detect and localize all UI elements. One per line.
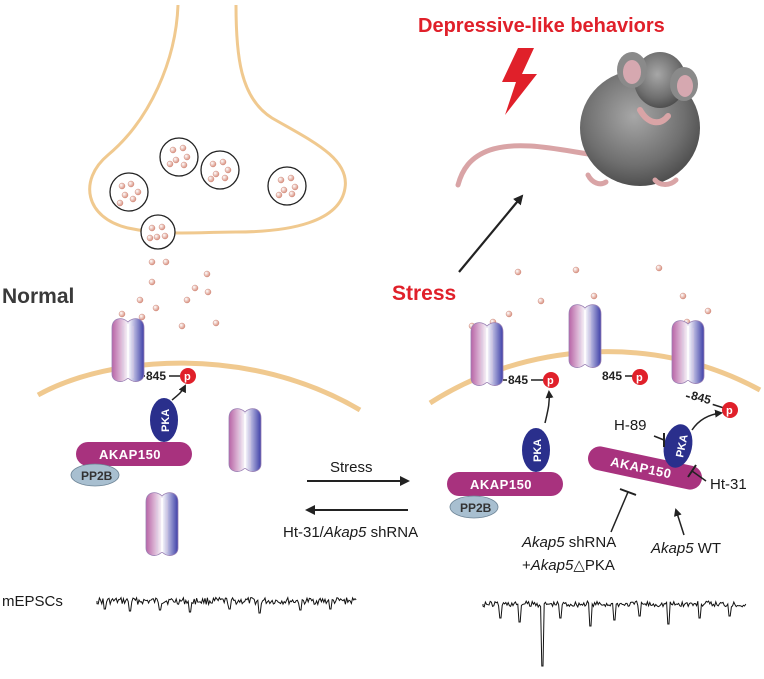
site-845-label: 845: [508, 373, 528, 387]
pka-kinase: [663, 424, 693, 468]
mepsc-label: mEPSCs: [2, 593, 63, 610]
presynaptic-terminal: [88, 4, 347, 235]
behavior-arrow: [458, 194, 524, 273]
synaptic-vesicle: [159, 137, 199, 177]
pka-kinase: [150, 398, 178, 442]
phospho-label: p: [547, 375, 554, 387]
h89-label: H-89: [614, 417, 647, 434]
phospho-site: [722, 402, 738, 418]
site-845-label: 845: [690, 388, 713, 407]
ampa-receptor: [470, 321, 504, 387]
pka-label: PKA: [160, 409, 172, 432]
akap150-anchor: [588, 446, 702, 490]
mepsc-trace-stress: [482, 599, 747, 667]
pp2b-phosphatase: [70, 463, 120, 487]
reversal-arrow-label: Ht-31/Akap5 shRNA: [283, 524, 418, 541]
fusing-vesicle: [140, 214, 176, 250]
akap150-anchor: [76, 442, 192, 466]
phospho-label: p: [184, 371, 191, 383]
ampa-receptor: [671, 319, 705, 385]
mouse-picture: [455, 52, 700, 188]
synaptic-vesicle: [109, 172, 149, 212]
stress-arrow-label: Stress: [330, 459, 373, 476]
phospho-site: [543, 372, 559, 388]
ampa-receptor: [145, 491, 179, 557]
akap150-anchor: [447, 472, 563, 496]
site-845-label: 845: [146, 369, 166, 383]
pka-kinase: [522, 428, 550, 472]
ampa-receptor: [568, 303, 602, 369]
rescue-label: +Akap5△PKA: [522, 557, 615, 574]
pp2b-label: PP2B: [460, 501, 492, 515]
normal-label: Normal: [2, 285, 74, 308]
wt-label: Akap5 WT: [650, 540, 721, 557]
lightning-bolt-icon: [502, 48, 537, 115]
synaptic-vesicle: [200, 150, 240, 190]
pka-label: PKA: [532, 439, 544, 462]
diagram-title: Depressive-like behaviors: [418, 15, 665, 37]
pp2b-label: PP2B: [81, 469, 113, 483]
site-845-label: 845: [602, 369, 622, 383]
stress-label: Stress: [392, 282, 456, 305]
phospho-label: p: [726, 405, 733, 417]
phospho-label: p: [636, 372, 643, 384]
shrna-label: Akap5 shRNA: [521, 534, 616, 551]
akap150-label: AKAP150: [470, 477, 532, 492]
ampa-receptor: [111, 317, 145, 383]
pp2b-phosphatase: [449, 495, 499, 519]
pka-label: PKA: [674, 433, 691, 458]
ampa-receptor: [228, 407, 262, 473]
ht31-label: Ht-31: [710, 476, 747, 493]
phospho-site: [632, 369, 648, 385]
akap150-label: AKAP150: [99, 447, 161, 462]
postsynaptic-membrane-normal: [36, 360, 362, 413]
phospho-site: [180, 368, 196, 384]
synaptic-vesicle: [267, 166, 307, 206]
mepsc-trace-normal: [96, 596, 357, 614]
